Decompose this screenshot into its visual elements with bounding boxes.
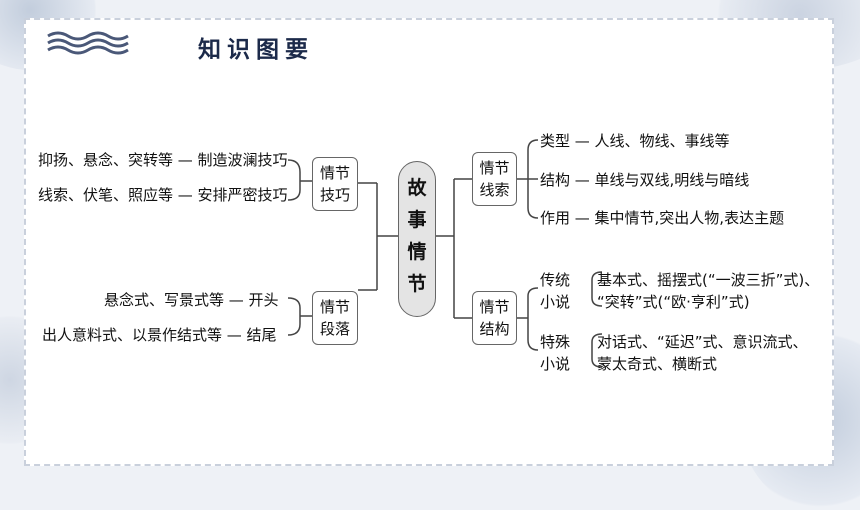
- teshu-line: 蒙太奇式、横断式: [597, 355, 718, 373]
- chuantong-line: “突转”式(“欧·亨利”式): [597, 293, 750, 311]
- teshu-line: 对话式、“延迟”式、意识流式、: [597, 333, 808, 351]
- node-qingjie-jiqiao: 情节 技巧: [312, 157, 358, 211]
- node-label-line: 情节: [319, 298, 350, 316]
- node-label-line: 线索: [479, 181, 510, 199]
- page-title: 知识图要: [198, 36, 314, 63]
- center-char: 情: [407, 241, 427, 263]
- teshu-label: 特殊 小说: [540, 331, 570, 375]
- center-char: 节: [407, 273, 427, 295]
- xiansuo-item-type: 类型 — 人线、物线、事线等: [540, 132, 730, 150]
- node-label-line: 段落: [319, 320, 350, 338]
- teshu-label-line: 小说: [540, 355, 571, 373]
- chuantong-label-line: 小说: [540, 293, 571, 311]
- center-char: 事: [407, 209, 427, 231]
- teshu-content: 对话式、“延迟”式、意识流式、 蒙太奇式、横断式: [597, 331, 808, 375]
- chuantong-label-line: 传统: [540, 271, 571, 289]
- jiqiao-item-2: 线索、伏笔、照应等 — 安排严密技巧: [38, 186, 288, 204]
- node-label-line: 结构: [479, 320, 510, 338]
- jiqiao-item-1: 抑扬、悬念、突转等 — 制造波澜技巧: [38, 151, 288, 169]
- duanluo-item-1: 悬念式、写景式等 — 开头: [104, 291, 279, 309]
- node-qingjie-xiansuo: 情节 线索: [472, 152, 517, 206]
- connector-lines: [287, 139, 603, 368]
- wave-decoration-icon: [47, 31, 129, 55]
- chuantong-label: 传统 小说: [540, 269, 570, 313]
- node-qingjie-jiegou: 情节 结构: [472, 291, 517, 345]
- chuantong-line: 基本式、摇摆式(“一波三折”式)、: [597, 271, 820, 289]
- node-label-line: 技巧: [319, 186, 350, 204]
- xiansuo-item-function: 作用 — 集中情节,突出人物,表达主题: [540, 209, 785, 227]
- teshu-label-line: 特殊: [540, 333, 571, 351]
- duanluo-item-2: 出人意料式、以景作结式等 — 结尾: [42, 326, 277, 344]
- node-gushi-qingjie: 故 事 情 节: [398, 161, 436, 317]
- node-label-line: 情节: [479, 298, 510, 316]
- node-label-line: 情节: [319, 164, 350, 182]
- center-char: 故: [407, 177, 427, 199]
- chuantong-content: 基本式、摇摆式(“一波三折”式)、 “突转”式(“欧·亨利”式): [597, 269, 819, 313]
- node-label-line: 情节: [479, 159, 510, 177]
- node-qingjie-duanluo: 情节 段落: [312, 291, 358, 345]
- xiansuo-item-structure: 结构 — 单线与双线,明线与暗线: [540, 171, 750, 189]
